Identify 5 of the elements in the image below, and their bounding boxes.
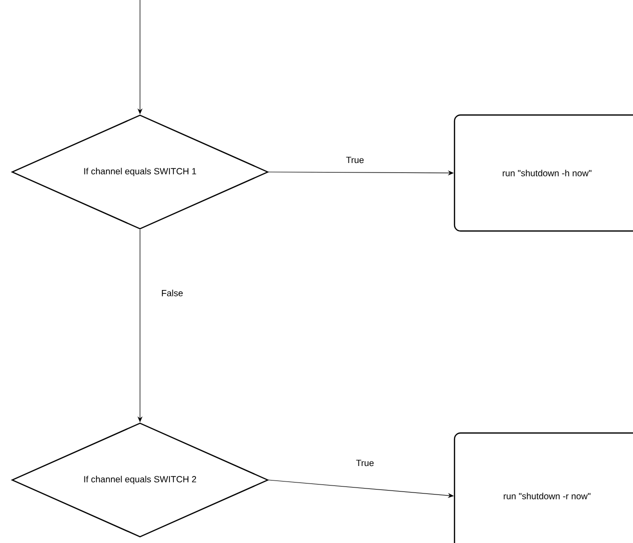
edge-label: True xyxy=(344,156,366,164)
process-box: run "shutdown -r now" xyxy=(454,432,633,543)
edge-label: True xyxy=(354,458,376,468)
edge-label: False xyxy=(160,288,184,298)
process-box: run "shutdown -h now" xyxy=(454,114,633,232)
